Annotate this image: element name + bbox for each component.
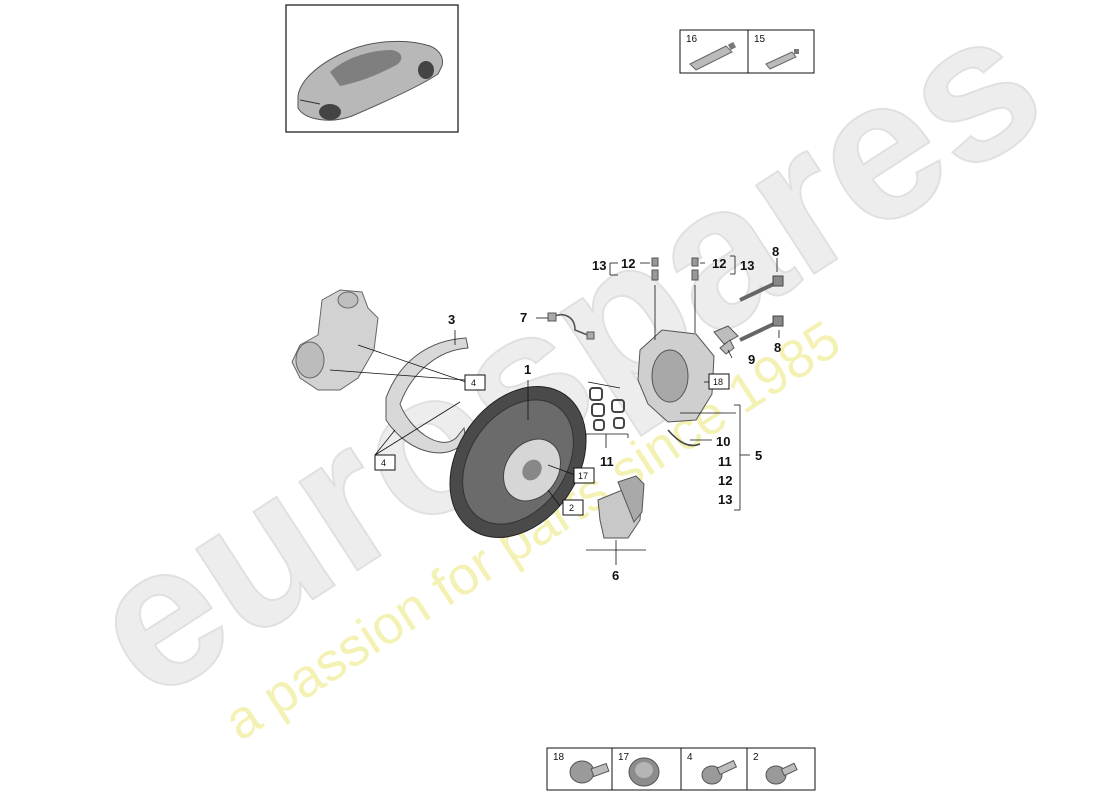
callout-7: 7 <box>520 310 527 325</box>
caliper-bolt-part[interactable] <box>739 275 784 342</box>
callout-8-lower: 8 <box>774 340 781 355</box>
callout-13-right: 13 <box>740 258 754 273</box>
consumable-15-label: 15 <box>754 34 766 45</box>
boxed-references: 4 4 2 17 18 <box>374 373 730 516</box>
fastener-18-label: 18 <box>553 752 565 763</box>
callout-6: 6 <box>612 568 619 583</box>
grease-tube-icon <box>765 49 799 70</box>
brake-disc-part[interactable] <box>422 360 614 563</box>
bolt-icon <box>765 762 798 785</box>
retaining-plate-part[interactable] <box>713 325 739 355</box>
brake-caliper-part[interactable] <box>637 329 715 447</box>
bolt-icon <box>569 760 610 784</box>
dust-shield-part[interactable] <box>385 337 469 454</box>
bolt-icon <box>701 759 738 785</box>
seal-set-part[interactable] <box>589 387 625 431</box>
nut-icon <box>628 757 660 787</box>
callout-labels: 1 3 5 6 7 8 8 9 11 12 13 12 13 10 11 12 … <box>448 244 781 583</box>
callout-9: 9 <box>748 352 755 367</box>
fastener-4-label: 4 <box>687 752 693 763</box>
brake-carrier-part[interactable] <box>291 289 379 391</box>
ref-18: 18 <box>713 377 723 387</box>
wear-sensor-part[interactable] <box>547 312 595 340</box>
grease-tube-icon <box>689 41 737 71</box>
consumable-16-label: 16 <box>686 34 698 45</box>
callout-12-right: 12 <box>712 256 726 271</box>
ref-4-upper: 4 <box>471 378 476 388</box>
callout-kit-10: 10 <box>716 434 730 449</box>
callout-kit-11: 11 <box>718 454 732 469</box>
callout-11-seals: 11 <box>600 454 614 469</box>
leader-lines <box>329 255 780 565</box>
fasteners-table: 18 17 4 2 <box>546 747 816 791</box>
callout-1: 1 <box>524 362 531 377</box>
consumables-table: 16 15 <box>679 29 815 74</box>
ref-17: 17 <box>578 471 588 481</box>
fastener-17-label: 17 <box>618 752 630 763</box>
brake-pad-part[interactable] <box>597 475 645 539</box>
ref-4-lower: 4 <box>381 458 386 468</box>
bleeder-valve-part[interactable] <box>651 257 699 281</box>
callout-12-left: 12 <box>621 256 635 271</box>
fastener-2-label: 2 <box>753 752 759 763</box>
car-thumbnail-icon <box>297 40 443 121</box>
callout-8-upper: 8 <box>772 244 779 259</box>
callout-kit-12: 12 <box>718 473 732 488</box>
callout-kit-13: 13 <box>718 492 732 507</box>
ref-2: 2 <box>569 503 574 513</box>
callout-13-left: 13 <box>592 258 606 273</box>
car-thumbnail[interactable] <box>285 4 459 133</box>
callout-3: 3 <box>448 312 455 327</box>
callout-5: 5 <box>755 448 762 463</box>
